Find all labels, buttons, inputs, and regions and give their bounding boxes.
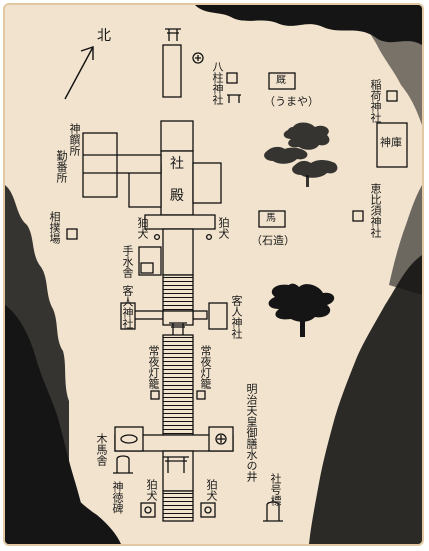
- komainu-left-upper: 狛犬: [136, 217, 149, 239]
- shintoku-label: 神徳碑: [111, 481, 124, 514]
- kagura-label: 神饌所: [68, 123, 81, 156]
- marodo-shrine-left: [120, 302, 136, 330]
- mokuba-label: 木馬舎: [95, 433, 108, 466]
- shago-stele: [263, 501, 283, 522]
- inari-marker: [386, 90, 398, 102]
- toro-left: [150, 390, 160, 400]
- bottom-path: [162, 490, 194, 522]
- upper-path: [162, 44, 182, 98]
- stairs-upper: [162, 274, 194, 312]
- yatsuhashi-label: 八柱神社: [211, 61, 224, 105]
- kinbansho-label: 勤番所: [55, 150, 68, 183]
- uma-box-label: 馬: [266, 213, 276, 224]
- shago-label: 社号標: [269, 473, 282, 506]
- umaya: [268, 72, 296, 90]
- approach-mid: [162, 310, 194, 326]
- marodo-path-left: [132, 310, 164, 320]
- komainu-base-right: [200, 502, 216, 518]
- shrine-layout: [66, 28, 408, 522]
- toro-right: [196, 390, 206, 400]
- sumo-label: 相撲場: [48, 211, 61, 244]
- sumo-marker: [66, 228, 78, 240]
- north-arrow: [64, 46, 94, 100]
- north-label: 北: [97, 28, 111, 44]
- stairs-lower: [162, 334, 194, 436]
- honden: [160, 120, 194, 152]
- ebisu-label: 恵比須神社: [369, 183, 382, 238]
- shintoku-stele: [113, 455, 133, 474]
- marodo-path-right: [192, 310, 208, 320]
- meiji-well-label: 明治天皇御膳水の井: [245, 383, 258, 482]
- marodo-right-label: 客人神社: [230, 295, 243, 339]
- komainu-base-left: [140, 502, 156, 518]
- uma-caption: （石造）: [251, 234, 295, 247]
- komainu-right-upper: 狛犬: [217, 217, 230, 239]
- toro-right-label: 常夜灯籠: [199, 345, 212, 389]
- inari-label: 稲荷神社: [369, 79, 382, 123]
- komainu-right-lower: 狛犬: [205, 479, 218, 501]
- upper-marker: [192, 52, 204, 64]
- kinbansho-connector: [114, 154, 162, 174]
- lower-torii: [163, 456, 189, 473]
- umaya-box-label: 厩: [276, 75, 286, 86]
- forest-scenery: [5, 5, 422, 544]
- toro-left-label: 常夜灯籠: [147, 345, 160, 389]
- approach-upper: [162, 228, 194, 276]
- shinko: [376, 122, 408, 168]
- shaden-char-1: 社: [170, 156, 184, 172]
- kagura-building: [82, 132, 118, 198]
- temizusha-label: 手水舎: [121, 245, 134, 278]
- heiden: [144, 214, 216, 230]
- uma-stone: [258, 210, 286, 228]
- marodo-left-label: 客人神社: [121, 285, 134, 329]
- shrine-map: [5, 5, 422, 544]
- mokuba-box: [114, 426, 144, 452]
- shaden-char-2: 殿: [170, 188, 184, 204]
- upper-torii: [165, 28, 181, 41]
- yatsuhashi-marker: [226, 72, 238, 84]
- komainu-left-lower: 狛犬: [145, 479, 158, 501]
- middle-torii: [169, 322, 187, 335]
- umaya-caption: （うまや）: [264, 95, 319, 108]
- map-frame: 北 八柱神社 厩 （うまや） 稲荷神社 神庫 神饌所 勤番所 社 殿 恵比須神社…: [3, 3, 424, 546]
- shinko-label: 神庫: [380, 136, 402, 149]
- marodo-shrine-right: [208, 302, 228, 330]
- ebisu-marker: [352, 210, 364, 222]
- shaden-right-wing: [192, 162, 222, 204]
